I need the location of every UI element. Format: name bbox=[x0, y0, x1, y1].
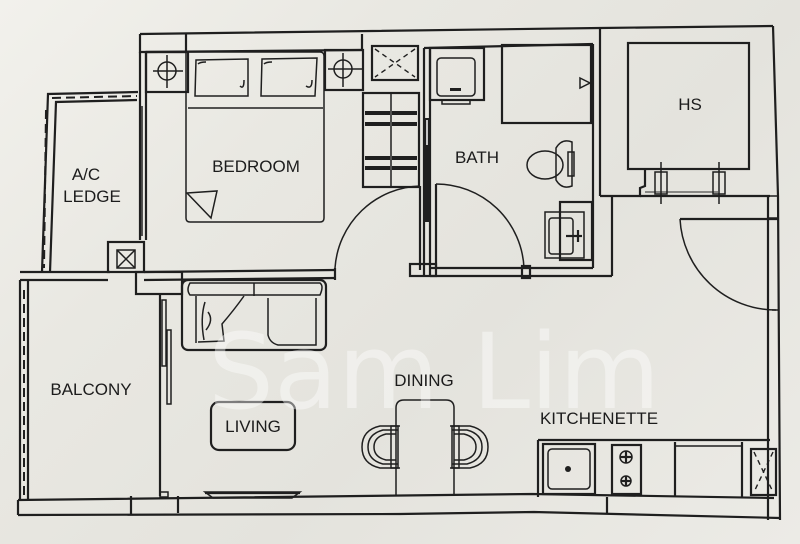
kitchenette-area bbox=[536, 438, 778, 497]
hs-door-hinges bbox=[654, 162, 726, 204]
hs-area bbox=[598, 28, 779, 311]
wardrobe bbox=[361, 91, 421, 189]
toilet bbox=[526, 140, 575, 188]
dining-chair-left bbox=[361, 425, 400, 469]
watermark: Sam Lim bbox=[208, 311, 660, 433]
dining-table bbox=[395, 399, 455, 496]
balcony-area bbox=[18, 280, 172, 500]
living-dining-area bbox=[180, 278, 489, 499]
hob bbox=[610, 443, 643, 496]
ac-ledge-label-line1: A/C bbox=[72, 165, 100, 184]
kitchenette-label: KITCHENETTE bbox=[540, 409, 658, 428]
dining-label: DINING bbox=[394, 371, 454, 390]
living-label: LIVING bbox=[225, 417, 281, 436]
hs-label: HS bbox=[678, 95, 702, 114]
ac-ledge-label-line2: LEDGE bbox=[63, 187, 121, 206]
kitchen-sink bbox=[541, 442, 597, 496]
balcony-label: BALCONY bbox=[50, 380, 131, 399]
basin bbox=[544, 200, 594, 262]
sofa bbox=[180, 278, 328, 352]
bath-label: BATH bbox=[455, 148, 499, 167]
bath-area bbox=[360, 34, 614, 280]
ac-ledge-area bbox=[40, 52, 148, 274]
bedroom-label: BEDROOM bbox=[212, 157, 300, 176]
double-bed bbox=[185, 51, 325, 223]
dining-chair-right bbox=[450, 425, 489, 469]
